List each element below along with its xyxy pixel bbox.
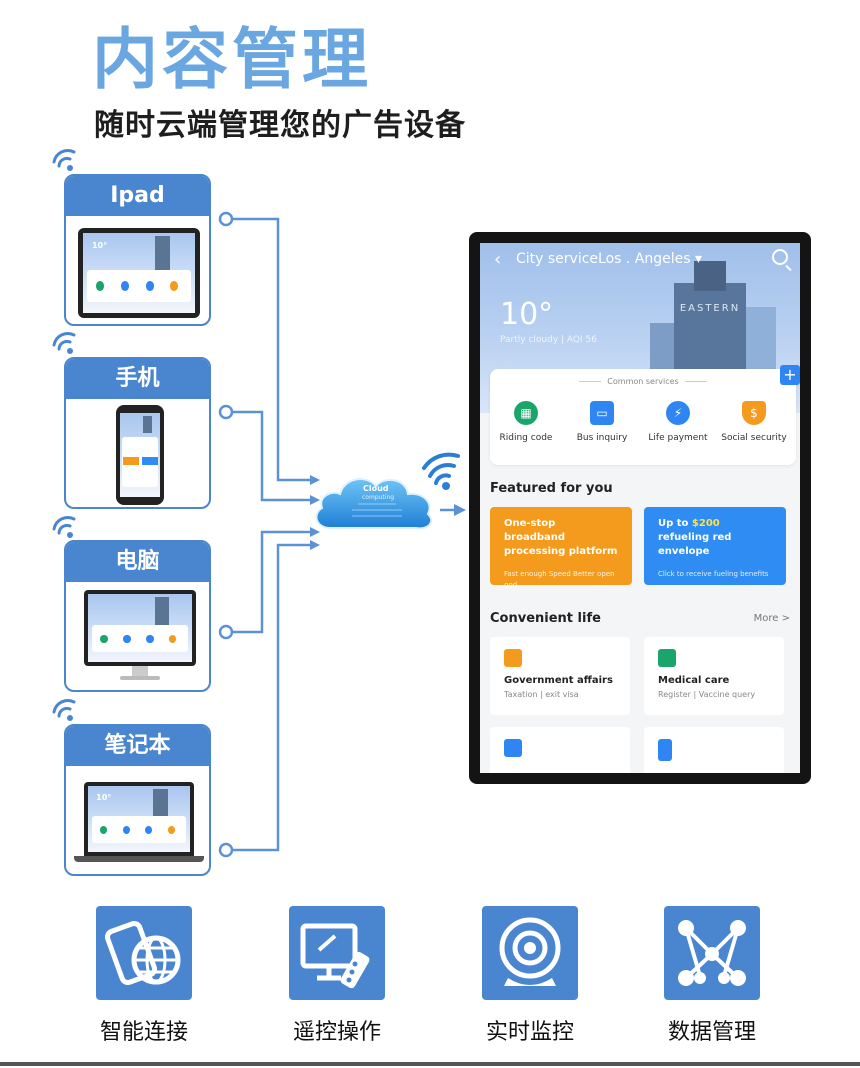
device-card-ipad[interactable]: Ipad 10° [64,174,211,326]
device-label: 笔记本 [66,726,209,766]
promo-card-broadband[interactable]: One-stop broadband processing platform F… [490,507,632,589]
life-item-medical[interactable]: Medical care Register | Vaccine query [644,637,784,715]
back-icon[interactable]: ‹ [494,249,502,270]
feature-data-management[interactable]: 数据管理 [662,906,762,1046]
phone-icon [66,399,209,507]
display-screen: EASTERN ‹ City serviceLos . Angeles ▾ 10… [469,232,811,784]
life-item-car[interactable] [490,727,630,773]
feature-monitoring[interactable]: 实时监控 [480,906,580,1046]
device-label: Ipad [66,176,209,216]
service-social-security[interactable]: $ Social security [718,401,790,443]
cloud-label: Cloud [363,484,389,493]
service-bus-inquiry[interactable]: ▭ Bus inquiry [566,401,638,443]
car-icon [504,739,522,757]
laptop-icon: 10° [66,766,209,874]
government-icon [504,649,522,667]
wifi-icon [52,332,76,354]
featured-title: Featured for you [490,481,613,496]
camera-icon [482,906,578,1000]
bus-icon: ▭ [590,401,614,425]
cloud-icon [315,478,433,530]
building-sign: EASTERN [679,303,741,314]
device-card-laptop[interactable]: 笔记本 10° [64,724,211,876]
lightning-icon: ⚡ [666,401,690,425]
feature-remote-control[interactable]: 遥控操作 [287,906,387,1046]
wifi-signal-icon [422,452,460,490]
tablet-icon: 10° [66,216,209,324]
search-icon[interactable] [772,249,788,265]
wifi-icon [52,516,76,538]
network-icon [664,906,760,1000]
service-life-payment[interactable]: ⚡ Life payment [642,401,714,443]
page-subtitle: 随时云端管理您的广告设备 [94,108,466,143]
shield-dollar-icon: $ [742,401,766,425]
convenient-title: Convenient life [490,611,601,626]
desktop-icon [66,582,209,690]
medical-icon [658,649,676,667]
life-item-government[interactable]: Government affairs Taxation | exit visa [490,637,630,715]
wifi-icon [52,149,76,171]
service-riding-code[interactable]: ▦ Riding code [490,401,562,443]
temperature: 10° [500,297,554,332]
top-bar: ‹ City serviceLos . Angeles ▾ [480,243,800,277]
traffic-light-icon [658,739,672,761]
services-title: Common services [490,377,796,386]
bottom-divider [0,1062,860,1066]
add-icon[interactable]: + [780,365,800,385]
city-selector[interactable]: City serviceLos . Angeles ▾ [516,251,703,267]
smart-connect-icon [96,906,192,1000]
cloud-sublabel: computing [362,494,395,501]
device-card-phone[interactable]: 手机 [64,357,211,509]
wifi-icon [52,699,76,721]
qr-code-icon: ▦ [514,401,538,425]
feature-smart-connect[interactable]: 智能连接 [94,906,194,1046]
more-link[interactable]: More > [753,613,790,624]
promo-card-refueling[interactable]: Up to $200 refueling red envelope Click … [644,507,786,585]
common-services-panel: Common services + ▦ Riding code ▭ Bus in… [490,365,800,465]
remote-control-icon [289,906,385,1000]
device-card-desktop[interactable]: 电脑 [64,540,211,692]
device-label: 电脑 [66,542,209,582]
life-item-traffic[interactable] [644,727,784,773]
weather-status: Partly cloudy | AQI 56 [500,335,597,345]
app-screen: EASTERN ‹ City serviceLos . Angeles ▾ 10… [480,243,800,773]
page-title: 内容管理 [92,21,372,98]
device-label: 手机 [66,359,209,399]
